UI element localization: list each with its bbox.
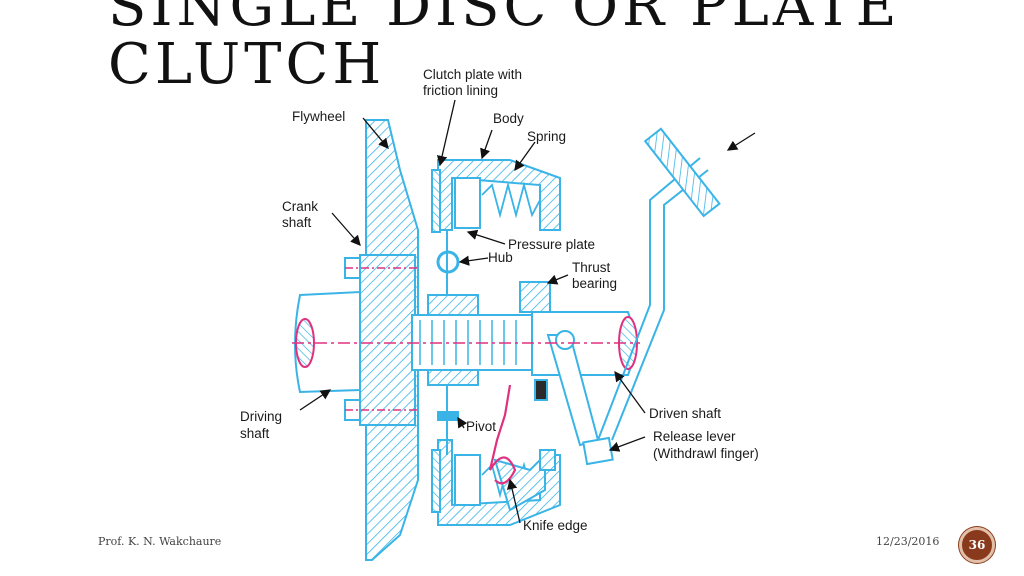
footer-author: Prof. K. N. Wakchaure [98,535,222,548]
pressure-plate-upper [454,177,481,229]
label-thrust-bearing-2: bearing [572,276,617,291]
label-release-lever-2: (Withdrawl finger) [653,446,759,461]
label-pressure-plate: Pressure plate [508,237,595,252]
label-clutch-plate-2: friction lining [423,83,498,98]
label-driven-shaft: Driven shaft [649,406,721,421]
label-thrust-bearing-1: Thrust [572,260,611,275]
friction-plate-upper [431,169,441,233]
spring-upper [481,181,541,219]
label-hub: Hub [488,250,513,265]
pivot [437,411,459,421]
thrust-bearing [519,281,551,313]
label-body: Body [493,111,524,126]
hub-rivet [436,250,460,274]
pressure-plate-lower [454,454,481,506]
label-crank-shaft-2: shaft [282,215,312,230]
label-driving-shaft-1: Driving [240,409,282,424]
crank-flange [359,254,416,426]
lever-pink [488,384,517,485]
label-flywheel: Flywheel [292,109,345,124]
knife-edge-bracket [493,452,546,512]
label-clutch-plate-1: Clutch plate with [423,67,522,82]
label-spring: Spring [527,129,566,144]
label-release-lever-1: Release lever [653,429,736,444]
pedal-rod [597,157,701,441]
friction-plate-lower [431,449,441,513]
slide-title: SINGLE DISC OR PLATE CLUTCH [108,0,901,97]
label-driving-shaft-2: shaft [240,426,270,441]
footer-date: 12/23/2016 [876,535,940,548]
label-crank-shaft-1: Crank [282,199,318,214]
page-number-badge: 36 [959,527,995,563]
pedal [643,127,721,218]
label-pivot: Pivot [466,419,496,434]
label-knife-edge: Knife edge [523,518,588,533]
